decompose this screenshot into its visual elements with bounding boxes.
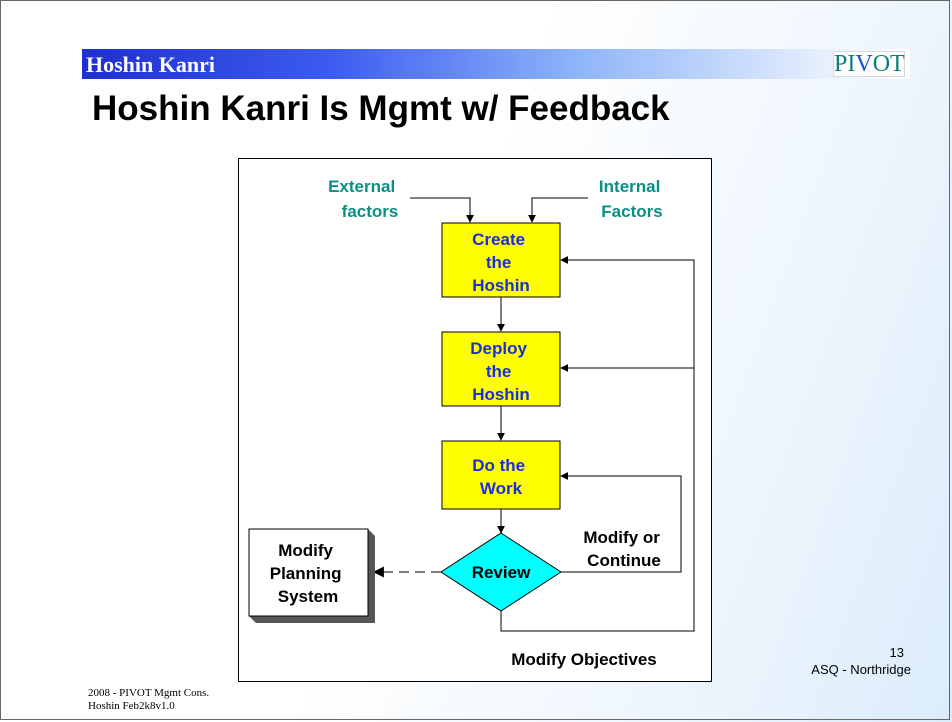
create-hoshin-box (441, 222, 561, 298)
pivot-logo: PIVOT (833, 51, 905, 77)
do-the-work-box (441, 440, 561, 510)
modify-planning-system-box (248, 528, 369, 617)
modify-or-continue-line-1: Modify or (583, 528, 660, 547)
work-line-1: Do the (472, 456, 525, 475)
modify-objectives-loop (500, 256, 695, 632)
footer-line-2: Hoshin Feb2k8v1.0 (88, 700, 175, 712)
deploy-line-1: Deploy (470, 339, 527, 358)
modify-or-continue-line-2: Continue (587, 551, 661, 570)
slide-title: Hoshin Kanri Is Mgmt w/ Feedback (92, 89, 670, 128)
logo-text-suffix: OT (872, 51, 905, 77)
external-factors-label: External factors (328, 177, 400, 221)
create-hoshin-label: Create the Hoshin (472, 230, 530, 295)
logo-text-accent: V (855, 51, 873, 77)
footer-line-1: 2008 - PIVOT Mgmt Cons. (88, 687, 210, 699)
create-line-2: the (486, 253, 512, 272)
external-factors-arrow (410, 197, 474, 223)
deploy-hoshin-label: Deploy the Hoshin (470, 339, 531, 404)
create-line-3: Hoshin (472, 276, 530, 295)
create-line-1: Create (472, 230, 525, 249)
external-factors-line-2: factors (342, 202, 399, 221)
do-the-work-label: Do the Work (472, 456, 530, 498)
modify-planning-line-2: Planning (270, 564, 342, 583)
internal-factors-arrow (528, 197, 588, 223)
modify-or-continue-label: Modify or Continue (583, 528, 664, 570)
deploy-line-2: the (486, 362, 512, 381)
organization-name: ASQ - Northridge (811, 662, 911, 677)
modify-objectives-label: Modify Objectives (511, 650, 656, 669)
work-line-2: Work (480, 479, 523, 498)
footer-copyright: 2008 - PIVOT Mgmt Cons. Hoshin Feb2k8v1.… (88, 687, 209, 713)
header-title: Hoshin Kanri (86, 52, 215, 77)
page-number: 13 (889, 645, 904, 660)
review-label: Review (472, 563, 531, 582)
deploy-line-3: Hoshin (472, 385, 530, 404)
header-band (82, 49, 910, 79)
internal-factors-line-2: Factors (601, 202, 662, 221)
modify-planning-line-3: System (278, 587, 338, 606)
modify-planning-line-1: Modify (278, 541, 333, 560)
external-factors-line-1: External (328, 177, 395, 196)
internal-factors-line-1: Internal (599, 177, 660, 196)
logo-text-prefix: PI (834, 51, 856, 77)
modify-or-continue-loop (560, 472, 682, 573)
internal-factors-label: Internal Factors (599, 177, 665, 221)
modify-planning-label: Modify Planning System (270, 541, 347, 606)
